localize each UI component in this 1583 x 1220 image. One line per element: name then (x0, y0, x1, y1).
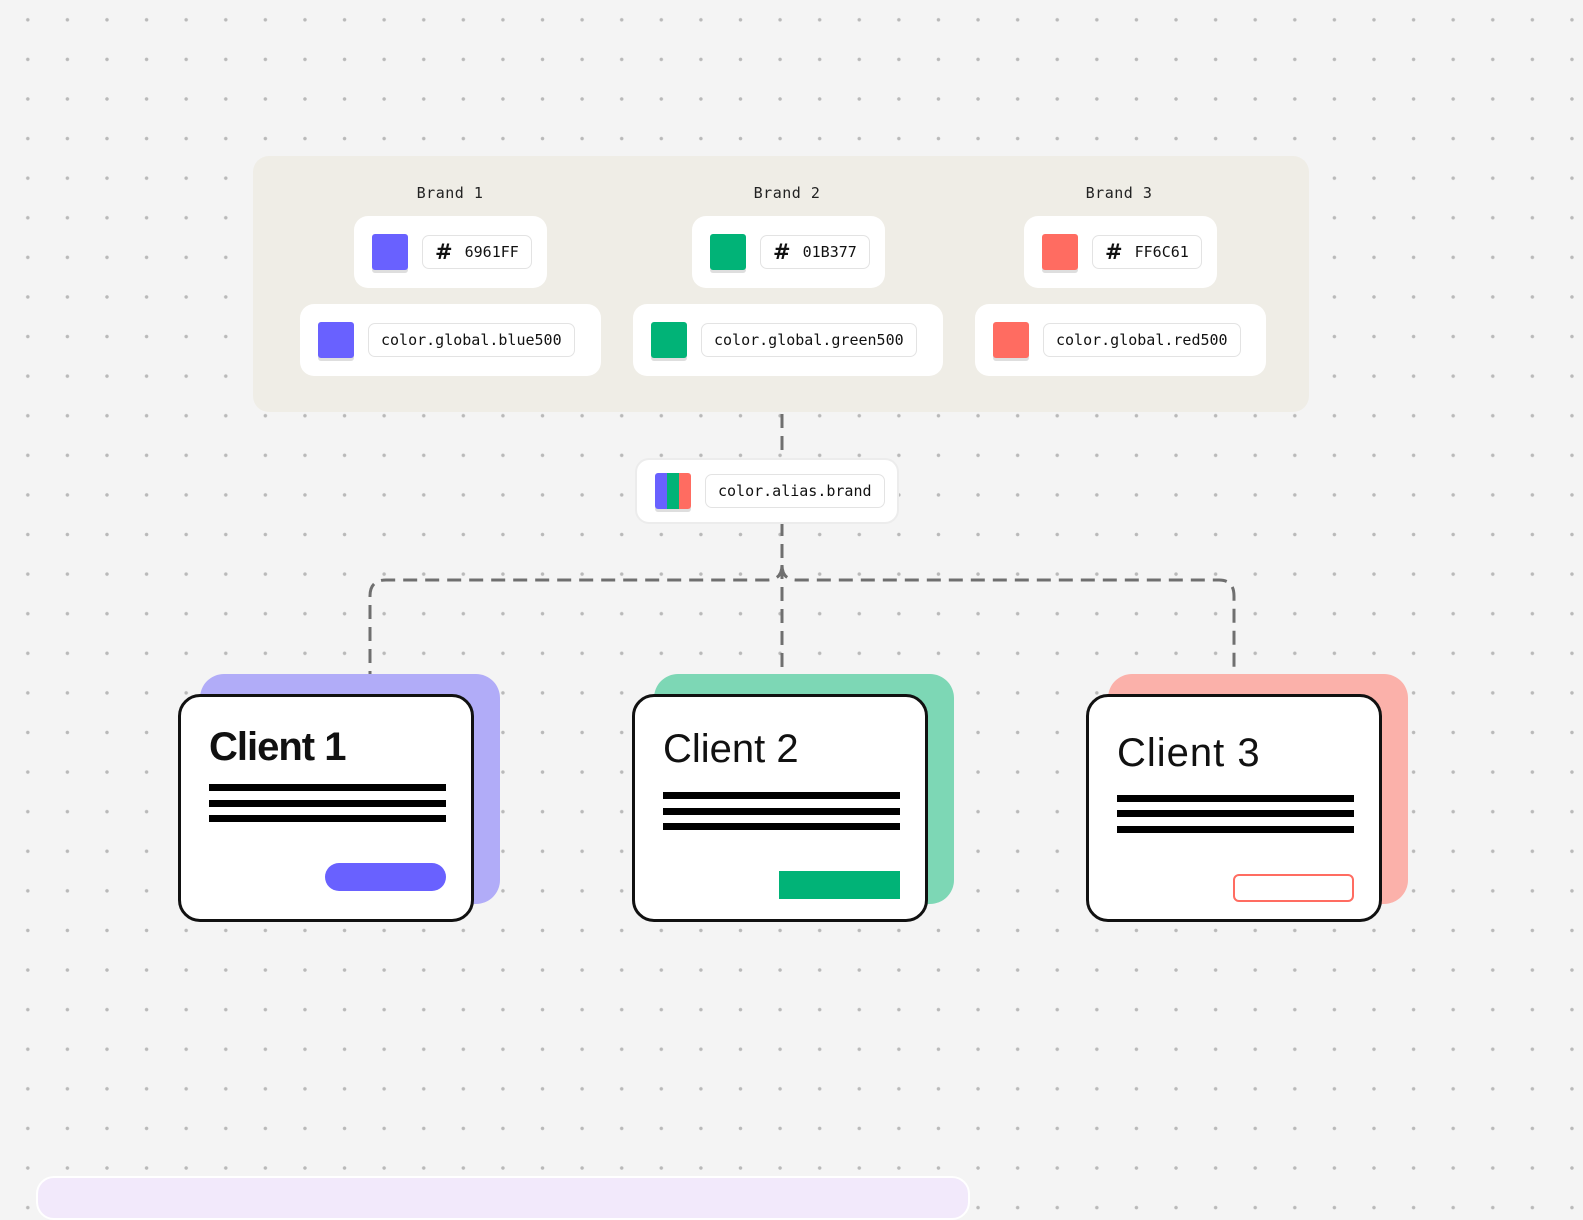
brand-1-hex-value: 6961FF (464, 243, 519, 261)
brand-1-hex-pill[interactable]: # 6961FF (354, 216, 547, 288)
client-1-title: Client 1 (209, 725, 346, 769)
brand-2-label: Brand 2 (753, 184, 821, 202)
brand-2-swatch (710, 234, 746, 270)
text-line (1117, 795, 1354, 802)
brand-1-token-field[interactable]: color.global.blue500 (368, 323, 575, 357)
brand-2-hex-value: 01B377 (802, 243, 857, 261)
brand-1-label: Brand 1 (416, 184, 484, 202)
client-3-button[interactable] (1233, 874, 1354, 902)
brand-3-swatch (1042, 234, 1078, 270)
text-line (209, 800, 446, 807)
alias-tricolor-swatch (655, 473, 691, 509)
brand-3-token-field[interactable]: color.global.red500 (1043, 323, 1241, 357)
connector-to-client-1 (368, 564, 784, 694)
brand-1-token-swatch (318, 322, 354, 358)
hash-icon: # (435, 240, 453, 264)
brand-2-hex-field[interactable]: # 01B377 (760, 235, 870, 269)
brand-3-token-swatch (993, 322, 1029, 358)
brand-3-hex-field[interactable]: # FF6C61 (1092, 235, 1202, 269)
text-line (1117, 826, 1354, 833)
brand-3-hex-pill[interactable]: # FF6C61 (1024, 216, 1217, 288)
client-1-button[interactable] (325, 863, 446, 891)
text-line (209, 815, 446, 822)
bottom-panel (36, 1176, 970, 1220)
client-3-card[interactable]: Client 3 (1086, 694, 1382, 922)
alias-token-pill[interactable]: color.alias.brand (635, 458, 899, 524)
text-line (663, 823, 900, 830)
text-line (663, 808, 900, 815)
client-2-card[interactable]: Client 2 (632, 694, 928, 922)
hash-icon: # (1105, 240, 1123, 264)
client-2-title: Client 2 (663, 727, 799, 771)
client-2-button[interactable] (779, 871, 900, 899)
brand-2-hex-pill[interactable]: # 01B377 (692, 216, 885, 288)
client-1-card[interactable]: Client 1 (178, 694, 474, 922)
brand-1-swatch (372, 234, 408, 270)
text-line (209, 784, 446, 791)
brand-3-token-pill[interactable]: color.global.red500 (975, 304, 1266, 376)
brand-2-token-pill[interactable]: color.global.green500 (633, 304, 943, 376)
text-line (1117, 810, 1354, 817)
brand-1-hex-field[interactable]: # 6961FF (422, 235, 532, 269)
hash-icon: # (773, 240, 791, 264)
brand-3-hex-value: FF6C61 (1134, 243, 1189, 261)
brand-2-token-swatch (651, 322, 687, 358)
brand-2-token-field[interactable]: color.global.green500 (701, 323, 917, 357)
client-3-title: Client 3 (1117, 731, 1261, 775)
connector-to-client-3 (780, 564, 1236, 694)
text-line (663, 792, 900, 799)
brand-3-label: Brand 3 (1085, 184, 1153, 202)
alias-token-field[interactable]: color.alias.brand (705, 474, 885, 508)
brand-1-token-pill[interactable]: color.global.blue500 (300, 304, 601, 376)
